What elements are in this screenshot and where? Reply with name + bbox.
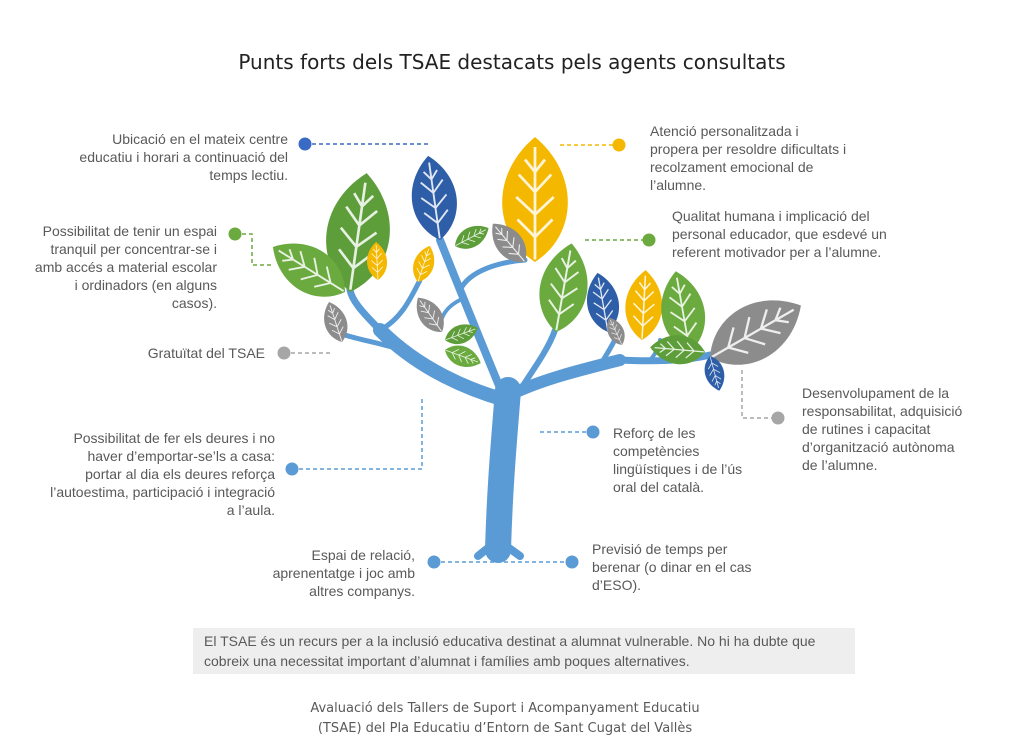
caption-line-1: Avaluació dels Tallers de Suport i Acomp… (310, 701, 700, 716)
summary-note: El TSAE és un recurs per a la inclusió e… (193, 628, 855, 674)
source-caption: Avaluació dels Tallers de Suport i Acomp… (0, 699, 1010, 739)
strength-free: Gratuïtat del TSAE (147, 345, 265, 361)
strength-quiet-space: Possibilitat de tenir un espai tranquil … (34, 223, 217, 311)
strength-educators: Qualitat humana i implicació del persona… (672, 208, 887, 260)
strength-responsibility: Desenvolupament de la responsabilitat, a… (802, 385, 963, 473)
strength-language: Reforç de les competències lingüístiques… (613, 425, 743, 495)
caption-line-2: (TSAE) del Pla Educatiu d’Entorn de Sant… (317, 721, 693, 736)
strength-personal-attention: Atenció personalitzada i propera per res… (650, 123, 847, 193)
strength-relationship: Espai de relació, aprenentatge i joc amb… (272, 547, 415, 599)
strength-snack-time: Previsió de temps per berenar (o dinar e… (592, 541, 752, 593)
page-title: Punts forts dels TSAE destacats pels age… (238, 50, 786, 74)
strength-location: Ubicació en el mateix centre educatiu i … (79, 131, 288, 183)
strength-homework: Possibilitat de fer els deures i no have… (50, 430, 275, 518)
